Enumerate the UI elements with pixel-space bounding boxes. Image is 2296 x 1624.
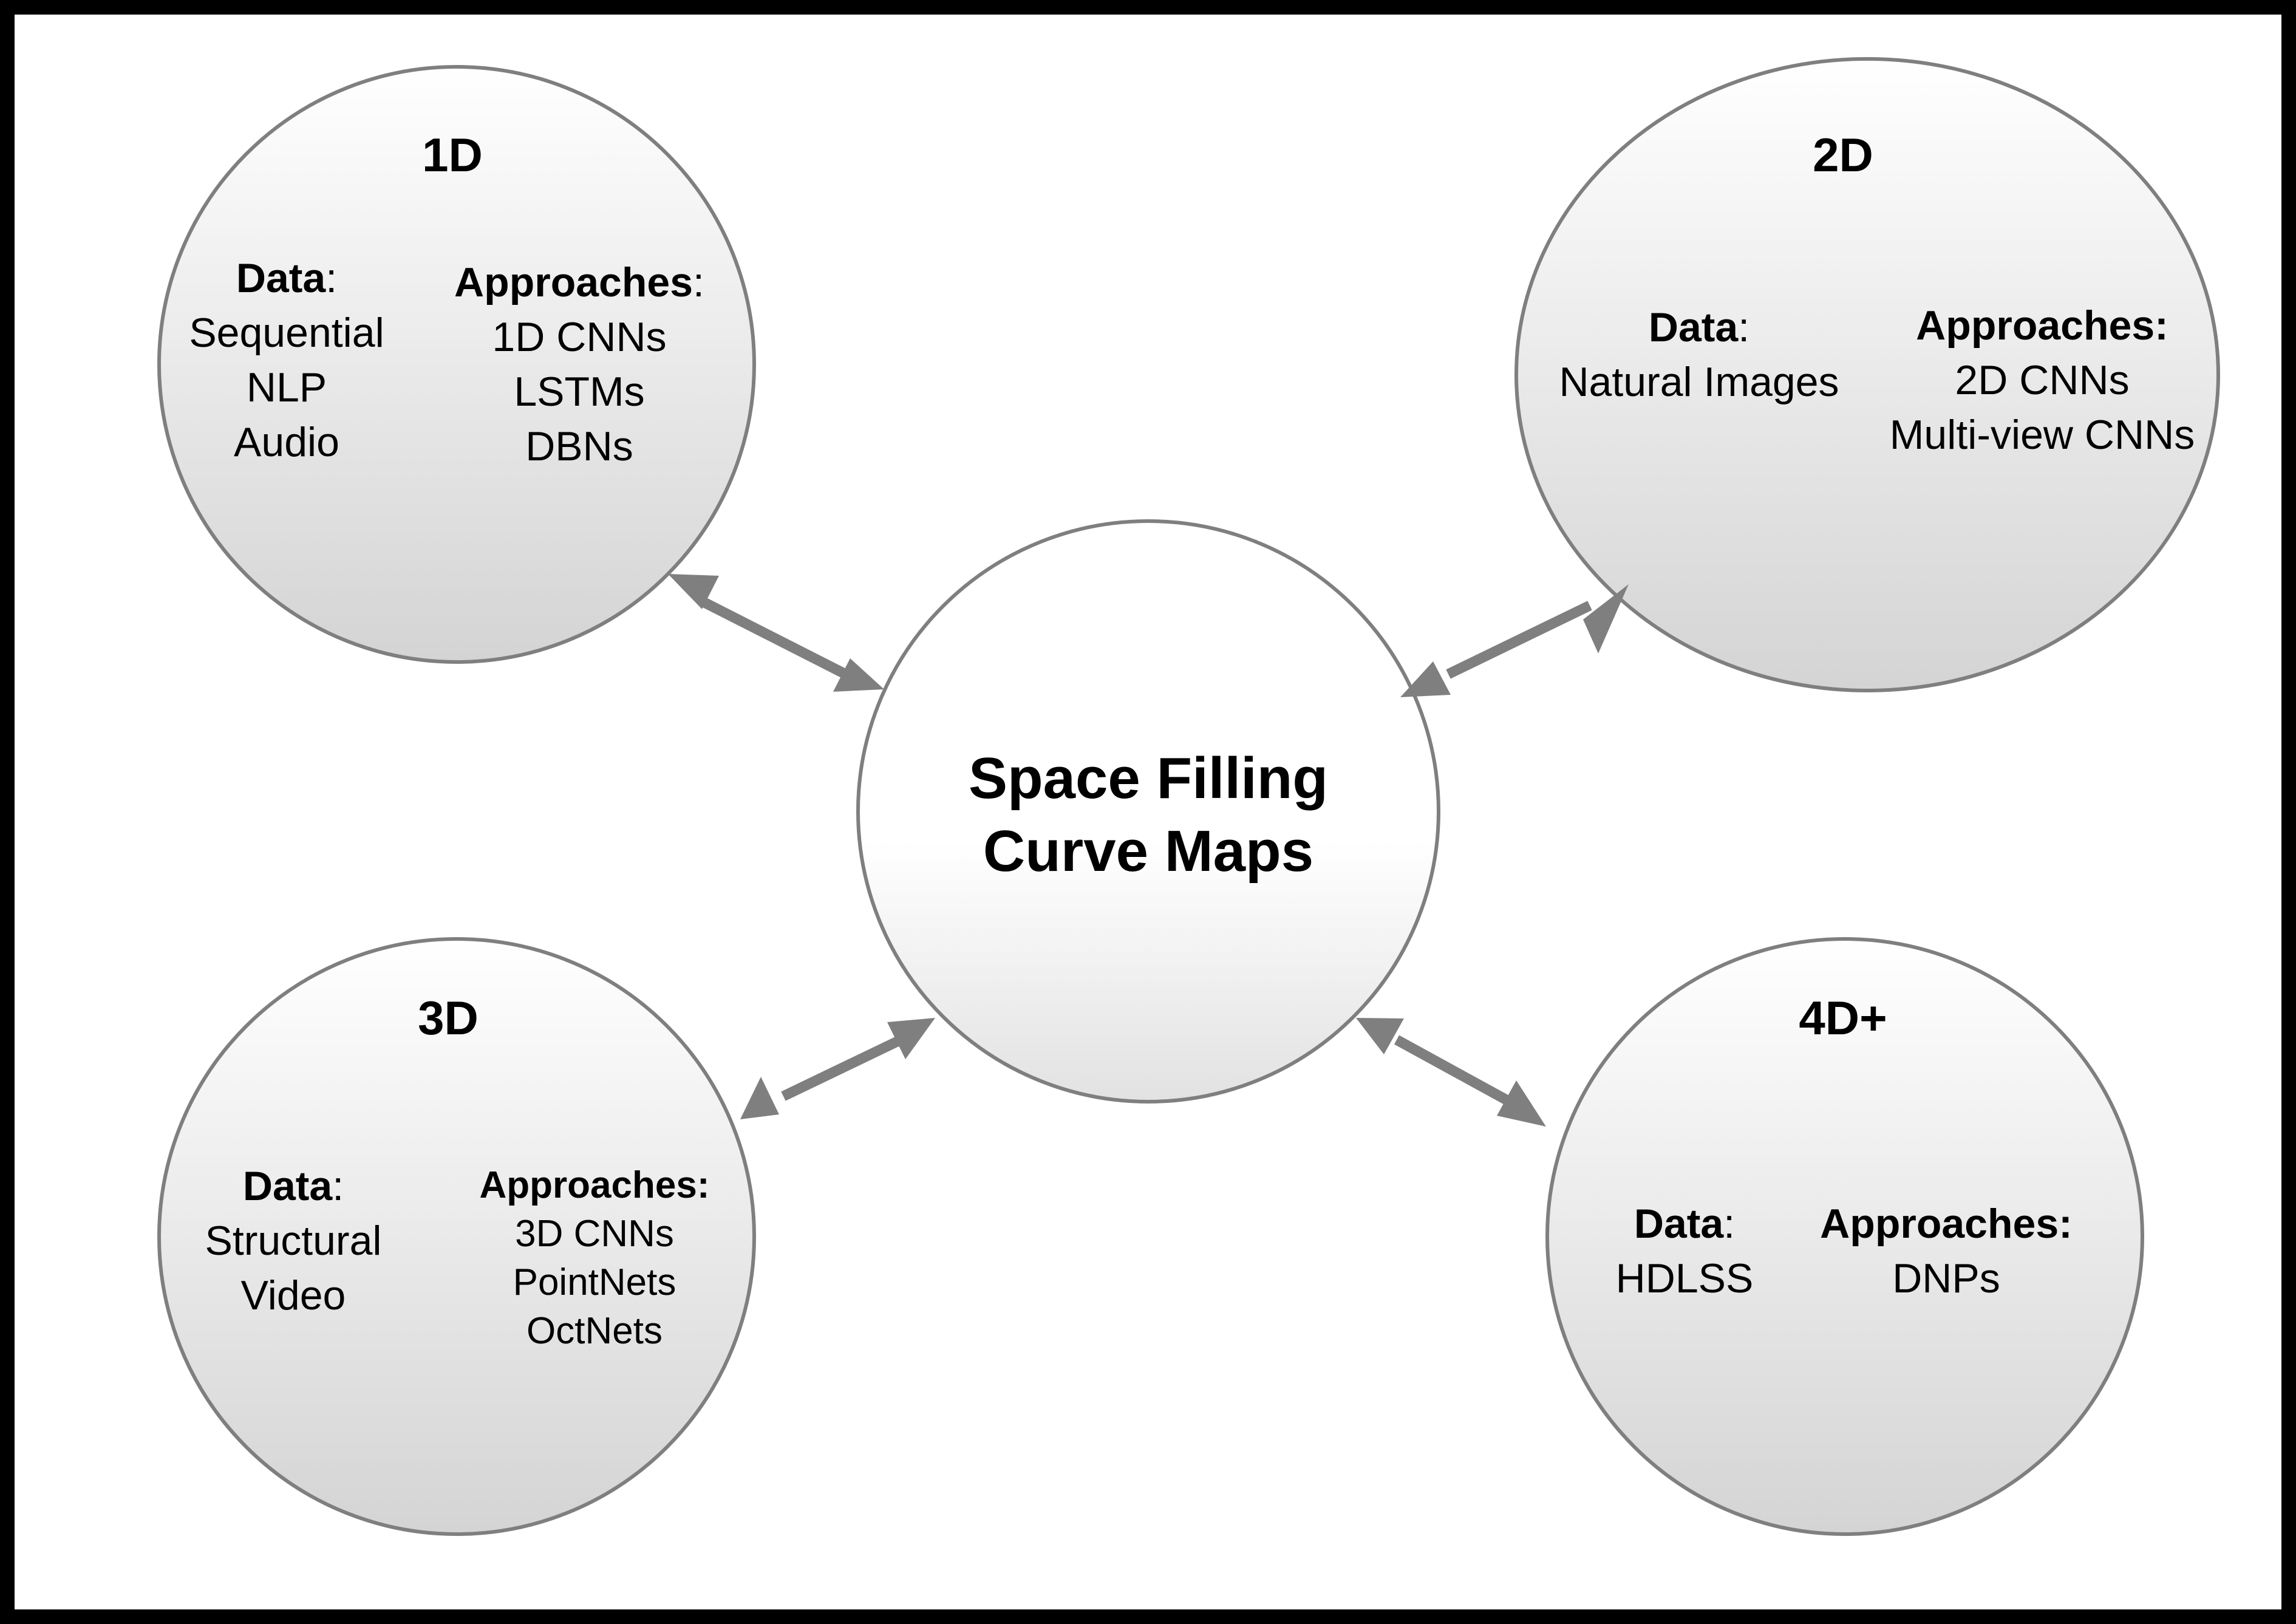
node-2d-approach-item: 2D CNNs <box>1955 357 2130 403</box>
node-3d-approaches-header: Approaches: <box>479 1164 710 1206</box>
node-1d-approach-item: 1D CNNs <box>492 314 667 360</box>
node-1d-data: Data: Sequential NLP Audio <box>189 251 384 469</box>
node-1d-approaches-header: Approaches: <box>454 259 704 305</box>
node-3d-approach-item: PointNets <box>513 1261 676 1303</box>
node-4d-data: Data: HDLSS <box>1616 1196 1754 1306</box>
center-circle <box>856 519 1440 1104</box>
node-3d-circle <box>157 937 756 1536</box>
arrow-2d-center <box>1400 584 1629 697</box>
node-1d-approach-item: DBNs <box>525 423 633 469</box>
node-3d-data-header: Data: <box>242 1163 344 1209</box>
node-1d-circle <box>157 65 756 664</box>
node-3d-title: 3D <box>418 991 479 1045</box>
node-3d-data: Data: Structural Video <box>205 1159 382 1323</box>
node-4d-approaches: Approaches: DNPs <box>1820 1196 2073 1306</box>
center-title-line-2: Curve Maps <box>983 819 1314 884</box>
node-1d-data-item: NLP <box>246 364 327 411</box>
node-3d-approach-item: 3D CNNs <box>515 1213 674 1255</box>
arrow-1d-center <box>668 574 884 692</box>
node-4d-approach-item: DNPs <box>1892 1255 2000 1302</box>
node-2d-approaches: Approaches: 2D CNNs Multi-view CNNs <box>1890 298 2195 462</box>
node-1d-data-item: Audio <box>234 419 339 465</box>
node-3d-data-item: Video <box>240 1272 346 1319</box>
node-1d-approaches: Approaches: 1D CNNs LSTMs DBNs <box>454 255 704 474</box>
center-title: Space Filling Curve Maps <box>969 742 1328 888</box>
arrow-3d-center <box>740 1018 935 1119</box>
node-4d-data-item: HDLSS <box>1615 1255 1754 1302</box>
node-2d-data-item: Natural Images <box>1559 359 1839 405</box>
node-4d-approaches-header: Approaches: <box>1820 1201 2073 1247</box>
node-4d-data-header: Data: <box>1633 1201 1736 1247</box>
node-2d-circle <box>1514 57 2220 692</box>
node-1d-data-header: Data: <box>236 255 338 301</box>
node-2d-data: Data: Natural Images <box>1559 300 1839 409</box>
node-1d-approach-item: LSTMs <box>514 369 645 415</box>
node-2d-approach-item: Multi-view CNNs <box>1889 412 2195 458</box>
center-title-line-1: Space Filling <box>968 746 1329 811</box>
node-1d-data-item: Sequential <box>189 310 384 356</box>
node-3d-data-item: Structural <box>205 1218 382 1264</box>
node-3d-approach-item: OctNets <box>526 1310 663 1352</box>
node-4d-circle <box>1545 937 2144 1536</box>
arrow-4d-center <box>1356 1018 1546 1127</box>
node-2d-data-header: Data: <box>1648 304 1750 350</box>
node-4d-title: 4D+ <box>1799 991 1887 1045</box>
node-2d-approaches-header: Approaches: <box>1916 302 2168 349</box>
node-2d-title: 2D <box>1813 128 1873 182</box>
node-1d-title: 1D <box>422 128 483 182</box>
node-3d-approaches: Approaches: 3D CNNs PointNets OctNets <box>480 1161 710 1356</box>
